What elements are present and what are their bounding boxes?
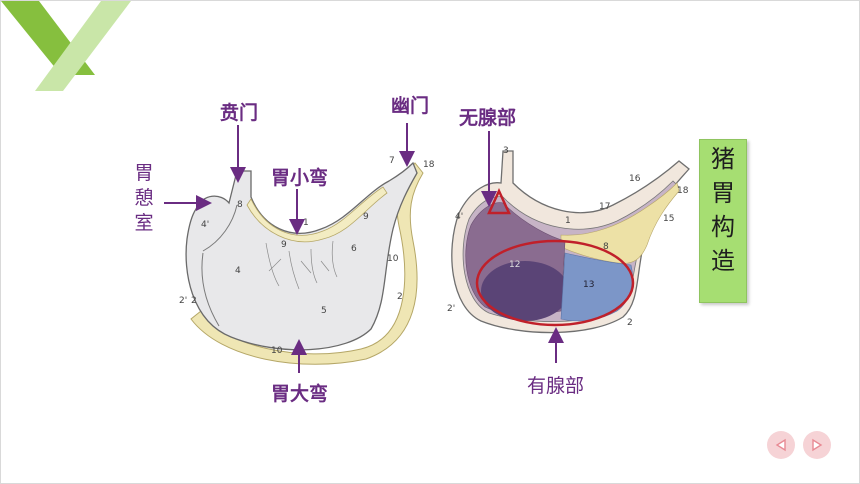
fig-num: 1 xyxy=(565,216,571,226)
title-char: 构 xyxy=(711,213,735,241)
fig-num: 1 xyxy=(303,218,309,228)
fig-num: 9 xyxy=(363,212,369,222)
diverticulum-fold xyxy=(202,204,238,252)
slide-title-box: 猪 胃 构 造 xyxy=(699,139,747,303)
fig-num: 16 xyxy=(629,174,641,184)
fig-num: 3 xyxy=(503,146,509,156)
triangle-left-icon xyxy=(775,438,786,452)
fig-num: 8 xyxy=(603,242,609,252)
fig-num: 2 xyxy=(191,296,197,306)
title-char: 猪 xyxy=(711,145,735,173)
fig-num: 15 xyxy=(663,214,674,224)
stomach-external-illustration: 8 4' 9 4 6 5 10 2 2' 1 7 9 10 2 18 xyxy=(179,156,435,365)
fig-num: 13 xyxy=(583,280,594,290)
fig-num: 2' xyxy=(179,296,187,306)
prev-slide-button[interactable] xyxy=(767,431,795,459)
glandular-marker-ellipse xyxy=(475,239,635,327)
label-aglandular: 无腺部 xyxy=(459,107,517,129)
fig-num: 8 xyxy=(237,200,243,210)
label-diverticulum-char: 室 xyxy=(134,212,154,234)
fig-num: 12 xyxy=(509,260,520,270)
fig-num: 4' xyxy=(455,212,463,222)
lesser-curvature-fat xyxy=(246,186,388,243)
stomach-section-illustration: 3 4' 1 17 16 18 15 12 13 8 2' 2 xyxy=(447,146,690,334)
fig-num: 18 xyxy=(423,160,435,170)
fig-num: 18 xyxy=(677,186,689,196)
fig-num: 6 xyxy=(351,244,357,254)
fig-num: 17 xyxy=(599,202,610,212)
fig-num: 2' xyxy=(447,304,455,314)
fig-num: 2 xyxy=(627,318,633,328)
fold-line xyxy=(201,252,220,327)
label-pylorus: 幽门 xyxy=(391,95,430,117)
title-char: 胃 xyxy=(711,179,735,207)
label-diverticulum: 胃 憩 室 xyxy=(133,161,155,236)
title-char: 造 xyxy=(711,247,735,275)
label-lesser-curvature: 胃小弯 xyxy=(271,167,329,189)
label-diverticulum-char: 憩 xyxy=(134,187,154,209)
label-diverticulum-char: 胃 xyxy=(134,162,154,184)
fig-num: 10 xyxy=(271,346,283,356)
fundic-gland-region xyxy=(481,261,569,321)
corner-decoration xyxy=(1,1,131,91)
fig-num: 9 xyxy=(281,240,287,250)
greater-curvature-fat xyxy=(190,162,424,365)
label-glandular: 有腺部 xyxy=(527,375,585,397)
vessels xyxy=(265,240,338,290)
fig-num: 7 xyxy=(389,156,395,166)
fig-num: 4' xyxy=(201,220,209,230)
fig-num: 2 xyxy=(397,292,403,302)
next-slide-button[interactable] xyxy=(803,431,831,459)
fig-num: 5 xyxy=(321,306,327,316)
fig-num: 10 xyxy=(387,254,399,264)
label-cardia: 贲门 xyxy=(220,102,259,124)
label-greater-curvature: 胃大弯 xyxy=(271,383,329,405)
triangle-right-icon xyxy=(812,438,823,452)
deco-light-bar xyxy=(35,1,131,91)
esophageal-region xyxy=(560,182,680,264)
fig-num: 4 xyxy=(235,266,241,276)
